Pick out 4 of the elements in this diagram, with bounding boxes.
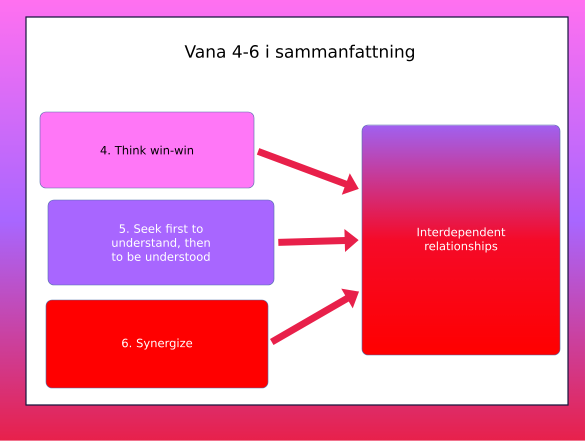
habit-box: 4. Think win-win — [40, 112, 254, 188]
slide-title: Vana 4-6 i sammanfattning — [184, 44, 414, 62]
habit-box: 5. Seek first to understand, then to be understood — [48, 200, 274, 286]
habit-box: 6. Synergize — [46, 300, 268, 388]
